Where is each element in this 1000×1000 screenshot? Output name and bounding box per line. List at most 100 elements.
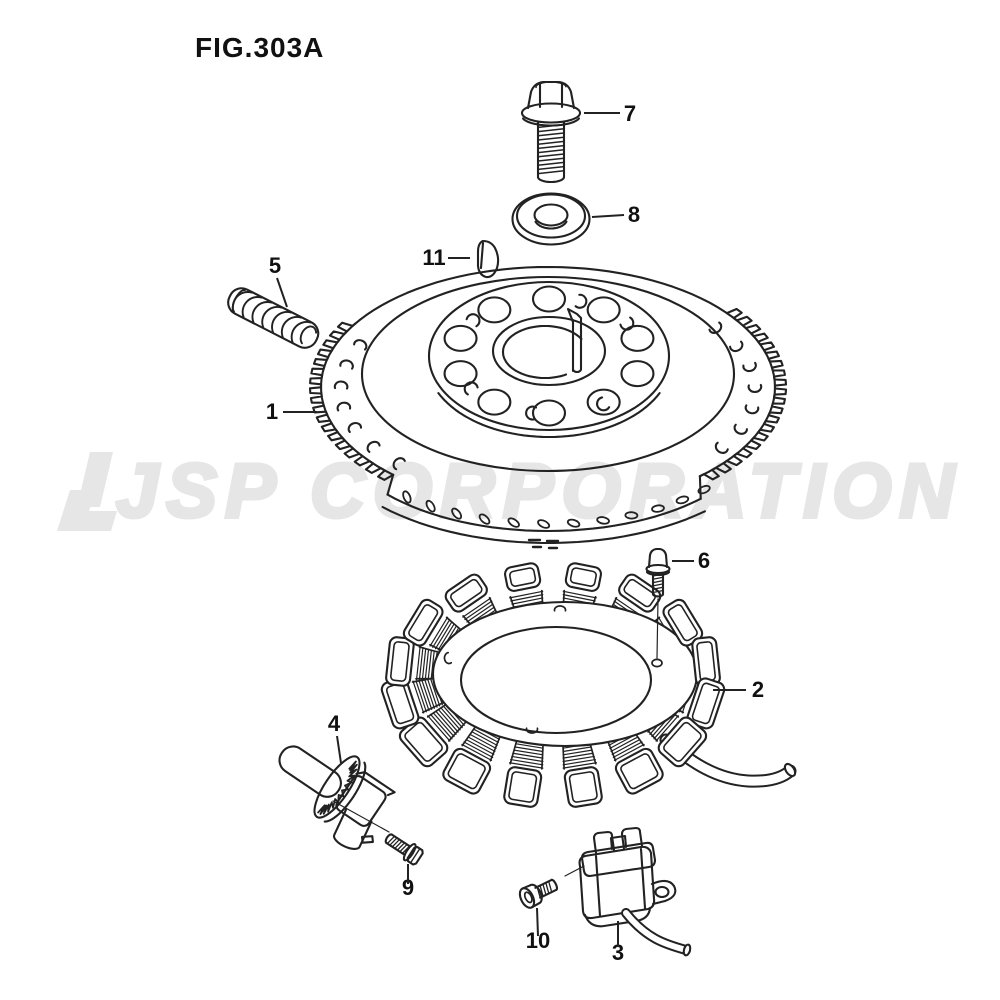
watermark: JSP CORPORATION: [57, 447, 962, 536]
flywheel-part-1-stroke: [531, 399, 567, 427]
bolt6-threads-stroke: [652, 576, 664, 580]
flywheel-part-1-stroke: [478, 513, 491, 525]
leader-line-4: [336, 735, 342, 764]
flywheel-part-1-stroke: [477, 296, 512, 324]
stator-part-2-stroke: [415, 680, 427, 713]
stator-part-2-stroke: [511, 755, 544, 763]
part-label-11: 11: [422, 245, 445, 270]
spring-pin-part-5-stroke: [280, 316, 302, 339]
stator-part-2-stroke: [432, 618, 451, 648]
stator-part-2-stroke: [568, 771, 598, 803]
stator-part-2-stroke: [525, 727, 539, 734]
stator-part-2-stroke: [611, 738, 641, 755]
screw-part-9-stroke: [402, 842, 417, 862]
stator-part-2-stroke: [511, 597, 544, 605]
part-label-9: 9: [402, 875, 414, 900]
flywheel-part-1-stroke: [729, 340, 744, 353]
stator-part-2-stroke: [430, 679, 441, 707]
flywheel-part-1-stroke: [697, 484, 711, 495]
flywheel-part-1-stroke: [566, 307, 583, 324]
flywheel-part-1-stroke: [651, 504, 665, 513]
flywheel-part-1-stroke: [463, 381, 479, 396]
stator-part-2-stroke: [618, 573, 662, 613]
stator-part-2-stroke: [651, 658, 663, 668]
stator-part-2-stroke: [623, 578, 656, 608]
stator-part-2-stroke: [385, 636, 415, 687]
stator-part-2-stroke: [404, 721, 443, 762]
stator-part-2-stroke: [562, 762, 598, 769]
screw-part-9-stroke: [401, 845, 411, 855]
bolt7-threads-stroke: [537, 165, 565, 171]
bolt6-head: [647, 547, 669, 569]
spring-pin-part-5-stroke: [271, 311, 293, 334]
coil3-post-right: [620, 826, 644, 851]
stator-part-2-stroke: [515, 743, 544, 749]
coil3-post-left: [592, 830, 616, 855]
woodruff-key-outline: [476, 239, 500, 279]
figure-title: FIG.303A: [195, 32, 324, 63]
bolt7-threads-stroke: [537, 161, 565, 166]
stator-part-2-stroke: [463, 741, 494, 758]
stator-part-2-stroke: [509, 590, 544, 599]
sensor4-lower-body: [332, 808, 374, 850]
stator-part-2-stroke: [434, 621, 453, 650]
stator-part-2-stroke: [450, 578, 483, 608]
flywheel-part-1-stroke: [451, 507, 463, 520]
bolt6-threads-stroke: [645, 570, 671, 577]
stator-part-2-stroke: [466, 603, 494, 623]
flywheel-part-1-stroke: [386, 493, 702, 533]
leader-line-8: [591, 214, 625, 218]
bolt6-flange: [645, 563, 671, 575]
stator-part-2-stroke: [441, 708, 461, 731]
watermark-text: JSP CORPORATION: [116, 449, 962, 534]
spring-pin-part-5-stroke: [299, 325, 318, 345]
flywheel-part-1-stroke: [747, 383, 763, 394]
bolt6-axis-line: [656, 598, 659, 659]
flywheel-part-1-stroke: [744, 404, 760, 415]
spring-pin-part-5-stroke: [261, 306, 283, 329]
flywheel-part-1-stroke: [437, 392, 661, 439]
spring-pin-part-5-stroke: [251, 301, 273, 324]
stator-part-2-stroke: [429, 616, 449, 647]
stator-part-2-stroke: [447, 753, 486, 790]
sensor4-clip: [360, 835, 374, 844]
flywheel-part-1-stroke: [353, 339, 368, 351]
bolt7-threads-stroke: [537, 149, 565, 154]
sensor4-flange-stroke: [313, 755, 361, 819]
stator-part-2-stroke: [432, 712, 455, 738]
stator-part-2-stroke: [462, 597, 492, 618]
flywheel-part-1-stroke: [675, 495, 690, 505]
bolt6-threads-stroke: [651, 592, 665, 598]
stator-part-2-stroke: [418, 680, 430, 712]
flywheel-part-1-stroke: [742, 361, 757, 373]
coil3-wire-inner: [623, 910, 689, 953]
screw9-axis-line: [332, 800, 390, 833]
screw-part-10-stroke: [530, 901, 541, 909]
flywheel-part-1-stroke: [708, 321, 723, 334]
stator-part-2-stroke: [509, 567, 537, 587]
stator-part-2-stroke: [562, 590, 597, 599]
part-label-8: 8: [628, 202, 640, 227]
flywheel-part-1-stroke: [596, 516, 610, 525]
flywheel-part-1-stroke: [392, 457, 406, 471]
stator-part-2-stroke: [514, 746, 544, 753]
flywheel-part-1-stroke: [501, 324, 583, 380]
screw-part-9: [384, 833, 424, 866]
stator-part-2-stroke: [553, 605, 567, 612]
screw-part-10-stroke: [550, 878, 559, 891]
bolt7-threads-stroke: [536, 175, 566, 184]
ignition-coil-part-3: [564, 826, 692, 957]
flywheel-part-1-stroke: [402, 490, 412, 504]
stator-part-2-stroke: [655, 715, 679, 742]
flywheel-part-1-stroke: [465, 313, 481, 328]
stator-part-2-stroke: [657, 716, 708, 768]
stator-part-2-stroke: [663, 721, 702, 762]
washer-part-8-stroke: [515, 193, 587, 239]
stator-part-2-stroke: [427, 679, 438, 708]
flywheel-part-1-stroke: [336, 401, 352, 412]
screw-part-9-stroke: [384, 833, 393, 845]
flywheel-part-1-stroke: [624, 511, 639, 520]
bolt7-threads-stroke: [537, 136, 565, 141]
bolt7-threads-stroke: [537, 170, 565, 175]
stator-part-2-stroke: [508, 762, 544, 769]
